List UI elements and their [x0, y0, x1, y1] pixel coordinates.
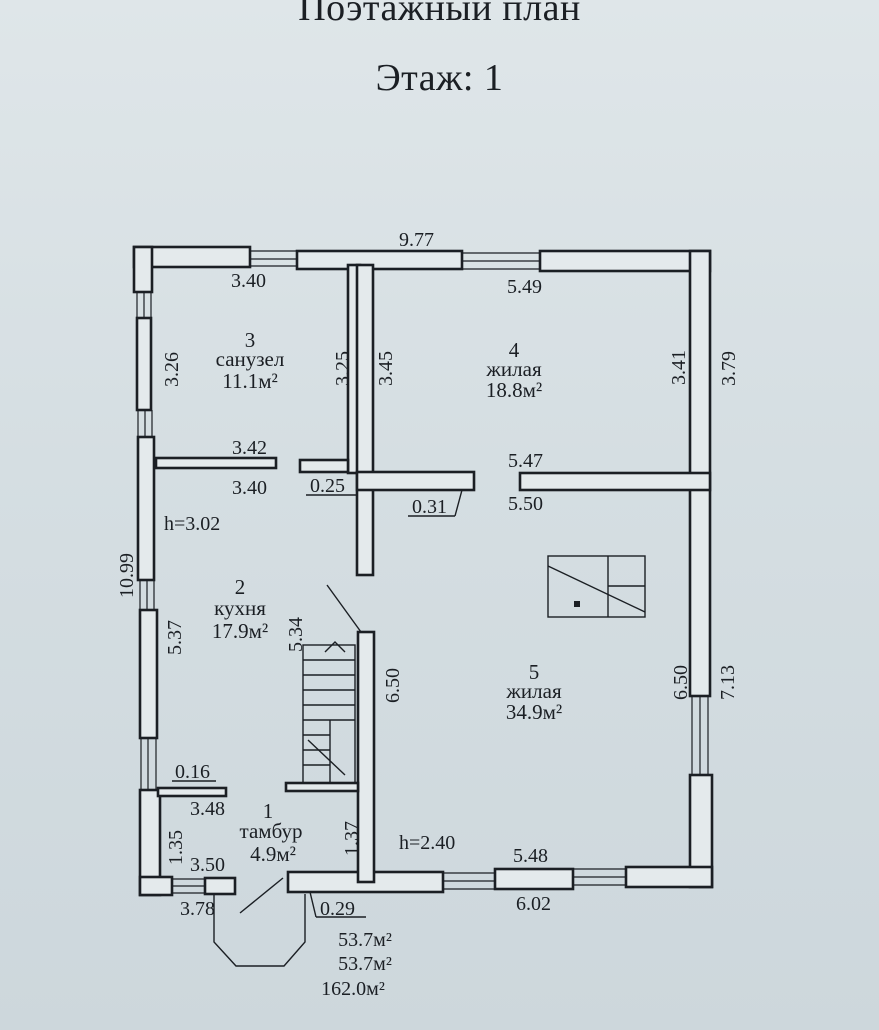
walls [132, 245, 714, 897]
dim-left-overall: 10.99 [116, 553, 138, 598]
wall-bottom-right [624, 865, 714, 889]
dim-bath-right: 3.25 [332, 351, 354, 386]
document-title: Поэтажный план [298, 0, 581, 29]
room-3-name: санузел [216, 347, 285, 371]
total-area-3: 162.0м² [321, 978, 385, 1000]
dim-partition-lower: 3.40 [232, 477, 267, 499]
room-2-name: кухня [214, 596, 266, 620]
stair-outline [302, 644, 356, 786]
room-4-area: 18.8м² [486, 378, 542, 402]
porch [213, 877, 306, 967]
wall-hall [356, 630, 376, 884]
window-left-2 [137, 410, 153, 437]
window-bottom-3 [172, 878, 205, 894]
room-1-number: 1 [263, 799, 274, 823]
door-swing-kitchen [326, 584, 362, 633]
wall-vestibule-top [156, 786, 228, 798]
room-1-name: тамбур [240, 819, 303, 843]
area-totals: 53.7м² 53.7м² 162.0м² [321, 929, 392, 1000]
dim-room5-right: 6.50 [670, 665, 692, 700]
wall-room4-bottom-left [355, 470, 476, 492]
wall-left-bath [135, 316, 153, 412]
room-2-area: 17.9м² [212, 619, 268, 643]
dim-left-upper: 3.26 [161, 352, 183, 387]
dim-partition-upper: 3.42 [232, 437, 267, 459]
dim-right-lower: 7.13 [717, 665, 739, 700]
dim-vest-top-wall: 0.16 [175, 761, 210, 783]
dim-room4-left: 3.45 [375, 351, 397, 386]
height-kitchen: h=3.02 [164, 513, 220, 535]
wall-top-mid [295, 249, 464, 271]
dim-bath-top: 3.40 [231, 270, 266, 292]
room-5-name: жилая [505, 679, 562, 703]
wall-left-kitchen-low [138, 608, 159, 740]
dim-bottom-overall: 6.02 [516, 893, 551, 915]
window-top-right [462, 252, 540, 270]
room-4-name: жилая [485, 357, 542, 381]
dim-hall-wall: 6.50 [382, 668, 404, 703]
room-4-number: 4 [509, 338, 520, 362]
window-left-4 [140, 738, 157, 790]
floor-label: Этаж: 1 [375, 57, 504, 99]
dim-vest-outer: 3.78 [180, 898, 215, 920]
dim-room5-top-b: 5.50 [508, 493, 543, 515]
dim-wall-thick-2: 0.31 [412, 496, 447, 518]
windows [136, 250, 709, 894]
stair-landing [284, 781, 360, 793]
height-room5: h=2.40 [399, 832, 455, 854]
wall-bottom-mid2 [493, 867, 575, 891]
dim-right-upper: 3.79 [718, 351, 740, 386]
dim-room4-right: 3.41 [668, 350, 690, 385]
stair-opening [547, 555, 646, 618]
room-1-area: 4.9м² [250, 842, 296, 866]
room-5-area: 34.9м² [506, 700, 562, 724]
total-area-1: 53.7м² [338, 929, 392, 951]
dim-kitchen-left: 5.37 [164, 620, 186, 655]
room-3-number: 3 [245, 328, 256, 352]
window-bottom-2 [573, 868, 626, 886]
window-left-1 [136, 292, 152, 318]
dim-vest-right: 1.37 [341, 821, 363, 856]
dim-top-overall: 9.77 [399, 229, 434, 251]
dim-vest-top: 3.48 [190, 798, 225, 820]
window-top-left [250, 250, 297, 267]
window-bottom-1 [443, 872, 495, 890]
wall-bath-partition [154, 456, 278, 470]
wall-left-top [132, 245, 154, 294]
dim-wall-thick-1: 0.25 [310, 475, 345, 497]
wall-room4-bottom-right [518, 471, 712, 492]
dim-room5-bottom: 5.48 [513, 845, 548, 867]
staircase [284, 641, 360, 793]
dim-porch-wall: 0.29 [320, 898, 355, 920]
window-left-3 [139, 580, 155, 610]
dim-room4-top: 5.49 [507, 276, 542, 298]
dim-vest-left: 1.35 [165, 830, 187, 865]
wall-bath-stub [298, 458, 350, 474]
wall-room4-left [355, 263, 375, 577]
wall-bottom-left [138, 875, 174, 897]
stair-arrow [324, 641, 346, 653]
dim-vest-bottom: 3.50 [190, 854, 225, 876]
room-labels: 3 санузел 11.1м² 4 жилая 18.8м² 2 кухня … [212, 328, 562, 866]
dim-kitchen-right: 5.34 [285, 617, 307, 652]
room-2-number: 2 [235, 575, 246, 599]
room-5-number: 5 [529, 660, 540, 684]
door-swing-entrance [239, 877, 284, 914]
dim-room5-top-a: 5.47 [508, 450, 543, 472]
total-area-2: 53.7м² [338, 953, 392, 975]
wall-top-right [538, 249, 712, 273]
wall-bottom-door-jamb [203, 876, 237, 896]
room-3-area: 11.1м² [222, 369, 278, 393]
ceiling-heights: h=3.02 h=2.40 [164, 513, 455, 854]
window-right [691, 696, 709, 775]
dimensions: 9.77 3.40 5.49 3.42 3.40 0.25 0.31 5.47 … [116, 229, 740, 920]
wall-left-kitchen [136, 435, 156, 582]
